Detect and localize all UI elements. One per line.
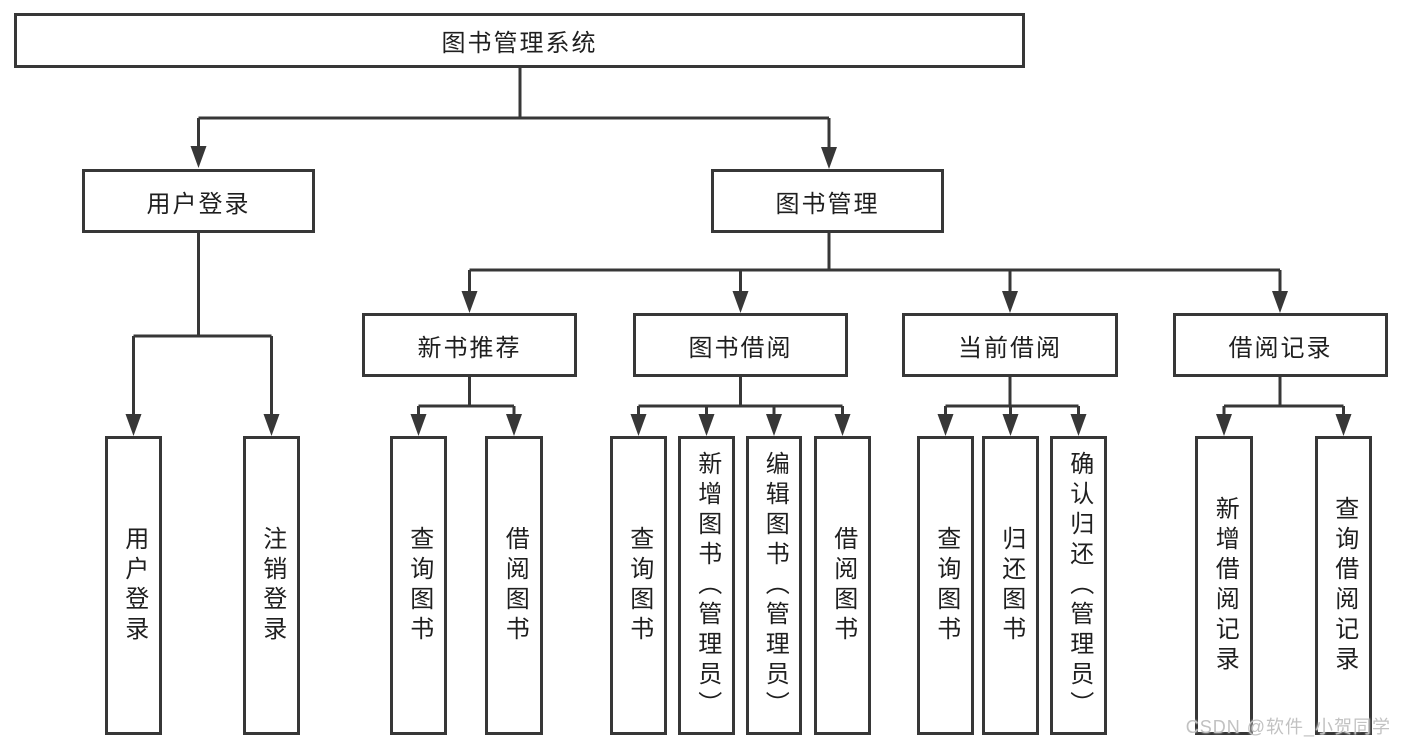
node-label: 借阅记录	[1228, 334, 1333, 362]
node-user-login: 用户登录	[82, 169, 315, 233]
leaf-edit-books-admin: 编辑图书（管理员）	[746, 436, 802, 735]
node-borrow-records: 借阅记录	[1173, 313, 1388, 377]
leaf-confirm-return-admin: 确认归还（管理员）	[1050, 436, 1107, 735]
node-label: 借阅图书	[501, 525, 529, 646]
node-book-management: 图书管理	[711, 169, 944, 233]
node-root-library-system: 图书管理系统	[14, 13, 1025, 68]
node-book-borrowing: 图书借阅	[633, 313, 848, 377]
node-label: 归还图书	[997, 525, 1025, 646]
leaf-add-books-admin: 新增图书（管理员）	[678, 436, 735, 735]
node-label: 查询借阅记录	[1330, 495, 1358, 676]
node-label: 图书管理系统	[441, 30, 598, 57]
node-label: 图书管理	[775, 190, 880, 218]
leaf-borrow-books: 借阅图书	[814, 436, 871, 735]
leaf-borrow-books: 借阅图书	[485, 436, 543, 735]
leaf-return-books: 归还图书	[982, 436, 1039, 735]
leaf-query-books: 查询图书	[610, 436, 667, 735]
node-label: 确认归还（管理员）	[1065, 450, 1093, 721]
csdn-watermark: CSDN @软件_小贺同学	[1185, 717, 1391, 737]
leaf-query-borrow-record: 查询借阅记录	[1315, 436, 1372, 735]
node-label: 用户登录	[146, 190, 251, 218]
node-label: 查询图书	[932, 525, 960, 646]
node-label: 查询图书	[625, 525, 653, 646]
node-label: 当前借阅	[958, 334, 1062, 362]
leaf-logout: 注销登录	[243, 436, 300, 735]
node-label: 注销登录	[258, 525, 286, 646]
leaf-user-login: 用户登录	[105, 436, 162, 735]
leaf-add-borrow-record: 新增借阅记录	[1195, 436, 1253, 735]
node-label: 用户登录	[120, 525, 148, 646]
node-label: 借阅图书	[829, 525, 857, 646]
node-label: 新增图书（管理员）	[693, 450, 721, 721]
node-label: 新书推荐	[417, 334, 522, 362]
node-label: 查询图书	[405, 525, 433, 646]
node-current-borrowing: 当前借阅	[902, 313, 1118, 377]
node-label: 新增借阅记录	[1211, 495, 1239, 676]
node-new-book-recommend: 新书推荐	[362, 313, 577, 377]
leaf-query-books: 查询图书	[390, 436, 447, 735]
node-label: 图书借阅	[688, 334, 793, 362]
node-label: 编辑图书（管理员）	[761, 450, 789, 721]
leaf-query-books: 查询图书	[917, 436, 974, 735]
